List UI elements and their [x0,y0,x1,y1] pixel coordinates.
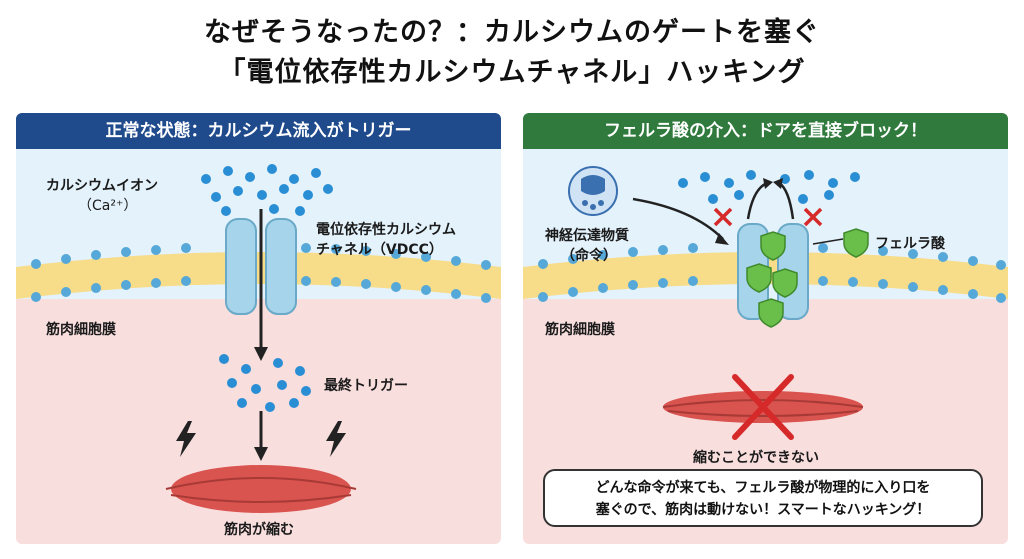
vdcc-label-line2: チャネル（VDCC） [316,242,443,258]
ferulic-acid-label: フェルラ酸 [875,236,945,252]
ferulic-acid-panel: フェルラ酸の介入：ドアを直接ブロック！ [523,113,1008,544]
page-title-line1: なぜそうなったの？：カルシウムのゲートを塞ぐ [204,17,820,48]
summary-message-line1: どんな命令が来ても、フェルラ酸が物理的に入り口を [595,480,931,496]
page-title-line2: 「電位依存性カルシウムチャネル」ハッキング [218,57,806,88]
normal-state-body: カルシウムイオン （Ca²⁺） 電位依存性カルシウム チャネル（VDCC） 筋肉… [16,149,501,544]
summary-message-line2: 塞ぐので、筋肉は動けない！スマートなハッキング！ [595,502,931,518]
normal-state-header: 正常な状態：カルシウム流入がトリガー [16,113,501,149]
vdcc-label-line1: 電位依存性カルシウム [316,222,456,238]
neurotransmitter-label-line1: 神経伝達物質 [545,228,629,244]
calcium-ion-label: カルシウムイオン [46,178,158,194]
membrane-label: 筋肉細胞膜 [545,322,615,338]
lightning-icon [176,421,196,457]
normal-state-panel: 正常な状態：カルシウム流入がトリガー [16,113,501,544]
neurotransmitter-label-line2: （命令） [561,248,617,264]
calcium-formula-label: （Ca²⁺） [78,198,138,214]
muscle-contracts-label: 筋肉が縮む [224,522,294,538]
normal-state-illustration [16,149,501,544]
lightning-icon [326,421,346,457]
cannot-contract-label: 縮むことができない [693,450,819,466]
ferulic-acid-body: 神経伝達物質 （命令） フェルラ酸 筋肉細胞膜 縮むことができない どんな命令が… [523,149,1008,544]
summary-message-box: どんな命令が来ても、フェルラ酸が物理的に入り口を 塞ぐので、筋肉は動けない！スマ… [543,469,983,527]
trigger-label: 最終トリガー [324,378,408,394]
ferulic-acid-header: フェルラ酸の介入：ドアを直接ブロック！ [523,113,1008,149]
membrane-label: 筋肉細胞膜 [46,322,116,338]
